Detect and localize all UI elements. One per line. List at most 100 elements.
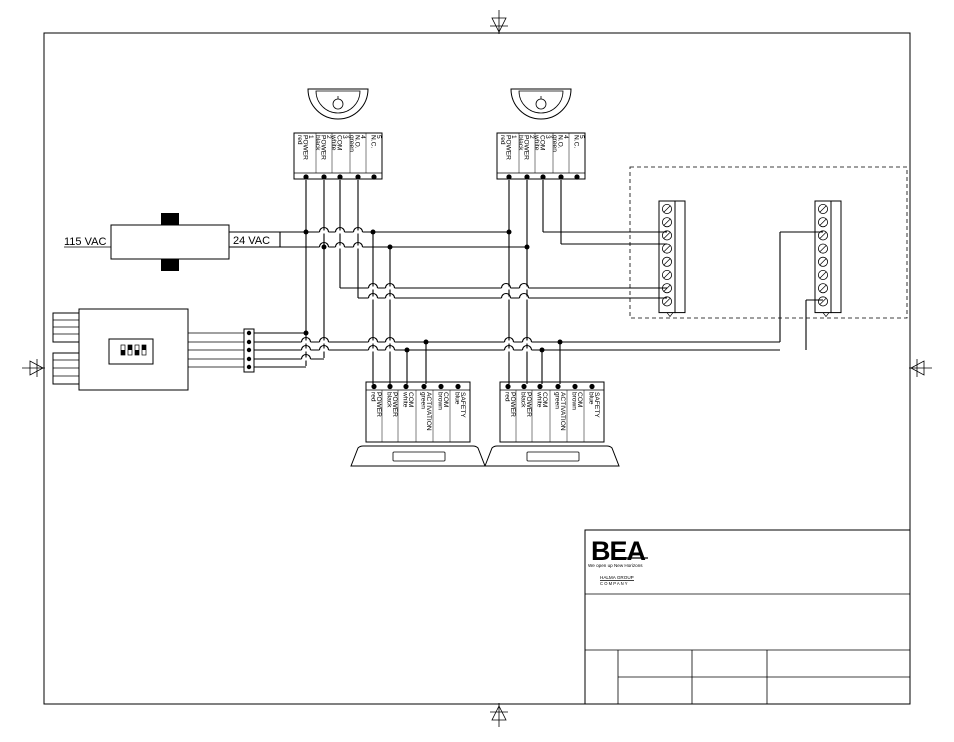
sensor-lens <box>518 90 564 114</box>
module-terminal-label: red <box>370 392 377 402</box>
module-housing <box>484 445 620 467</box>
center-mark-bottom <box>490 703 508 727</box>
wire-crossover <box>334 241 346 248</box>
wire-crossover <box>334 226 346 233</box>
transformer <box>110 213 230 271</box>
wire-gap <box>385 348 395 352</box>
relay-terminal-foot <box>822 312 830 318</box>
sensor-terminal-label: white <box>533 134 540 151</box>
relay-terminal-slot <box>663 245 671 252</box>
wire-crossover <box>503 336 515 343</box>
wire-crossover <box>518 282 530 289</box>
wire-gap <box>385 296 395 300</box>
sensor-terminal-block <box>293 132 383 180</box>
wire-gap <box>385 286 395 290</box>
wire-junction <box>524 244 530 250</box>
module-window <box>392 451 446 462</box>
wire-gap <box>522 348 532 352</box>
relay-terminal-slot <box>663 271 671 279</box>
module-terminal-screw <box>572 383 578 390</box>
wire-crossover <box>367 292 379 299</box>
module-terminal-label: brown <box>571 392 578 410</box>
module-terminal-label: SAFETY <box>593 392 600 418</box>
module-terminal-screw <box>387 383 393 390</box>
sensor-terminal-label: 3 <box>544 135 551 139</box>
module-terminal-label: POWER <box>391 392 398 417</box>
group-name: HALMA GROUP <box>600 575 634 580</box>
module-terminal-label: blue <box>454 392 461 405</box>
relay-terminal-foot <box>666 312 674 318</box>
wire-crossover <box>384 282 396 289</box>
sensor-terminal-label: POWER <box>523 135 530 160</box>
wire-gap <box>301 357 311 361</box>
sensor-terminal-label: 2 <box>325 135 332 139</box>
sensor-terminal-label: N.C. <box>370 135 377 148</box>
wire-crossover <box>367 344 379 351</box>
relay-terminal-slot <box>819 232 827 239</box>
module-terminal-label: COM <box>407 392 414 407</box>
center-mark-left <box>22 359 45 377</box>
supply-output-label: 24 VAC <box>233 235 270 247</box>
module-terminal-screw <box>555 383 561 390</box>
wire-gap <box>501 296 511 300</box>
wire-gap <box>301 348 311 352</box>
module-terminal-label: green <box>420 392 427 409</box>
wire-junction <box>370 229 376 235</box>
sensor-dome <box>307 88 369 120</box>
module-terminal-label: red <box>504 392 511 402</box>
relay-terminal-rail <box>674 200 686 314</box>
sensor-terminal-label: red <box>499 135 506 145</box>
sensor-dome <box>510 88 572 120</box>
sensor-lens <box>315 90 361 114</box>
wire-gap <box>385 340 395 344</box>
sensor-terminal-screw <box>524 174 530 180</box>
relay-terminal-slot <box>819 218 827 226</box>
relay-terminal-slot <box>819 298 827 305</box>
wire-gap <box>504 348 514 352</box>
sensor-terminal-screw <box>371 174 377 180</box>
module-terminal-screw <box>537 383 543 390</box>
sensor-terminal-label: 1 <box>510 135 517 139</box>
relay-terminal-block-2 <box>814 200 842 318</box>
wire-crossover <box>518 292 530 299</box>
module-terminal-label: white <box>402 391 409 408</box>
wire-gap <box>319 340 329 344</box>
wire-crossover <box>318 241 330 248</box>
module-terminal-label: SAFETY <box>459 392 466 418</box>
sensor-terminal-label: POWER <box>302 135 309 160</box>
sensor-terminal-label: green <box>551 135 558 152</box>
module-terminal-screw <box>438 383 444 390</box>
module-terminal-label: green <box>554 392 561 409</box>
module-terminal-block <box>499 381 605 443</box>
wire-junction <box>539 347 545 353</box>
company-tagline: We open up New Horizons <box>588 563 643 568</box>
relay-terminal-slot <box>663 232 671 239</box>
module-terminal-screw <box>589 383 595 390</box>
wire-gap <box>522 340 532 344</box>
wire-crossover <box>300 336 312 343</box>
wire-crossover <box>318 226 330 233</box>
relay-terminal-slot <box>663 258 671 266</box>
sensor-terminal-label: N.O. <box>354 135 361 149</box>
wire-gap <box>519 286 529 290</box>
module-terminal-label: blue <box>588 392 595 405</box>
sensor-terminal-screw <box>540 174 546 180</box>
sensor-terminal-screw <box>321 174 327 180</box>
wire-crossover <box>384 336 396 343</box>
door-controller <box>52 308 255 391</box>
sensor-terminal-label: black <box>517 135 524 151</box>
sensor-terminal-label: N.O. <box>557 135 564 149</box>
sensor-terminal-label: white <box>330 134 337 151</box>
wire-crossover <box>300 344 312 351</box>
sensor-terminal-screw <box>337 174 343 180</box>
wire-gap <box>301 340 311 344</box>
wire-gap <box>368 348 378 352</box>
wire-gap <box>335 245 345 249</box>
wire-crossover <box>500 292 512 299</box>
sensor-terminal-label: 4 <box>562 135 569 139</box>
sensor-terminal-label: 5 <box>375 135 382 139</box>
wire-gap <box>368 286 378 290</box>
